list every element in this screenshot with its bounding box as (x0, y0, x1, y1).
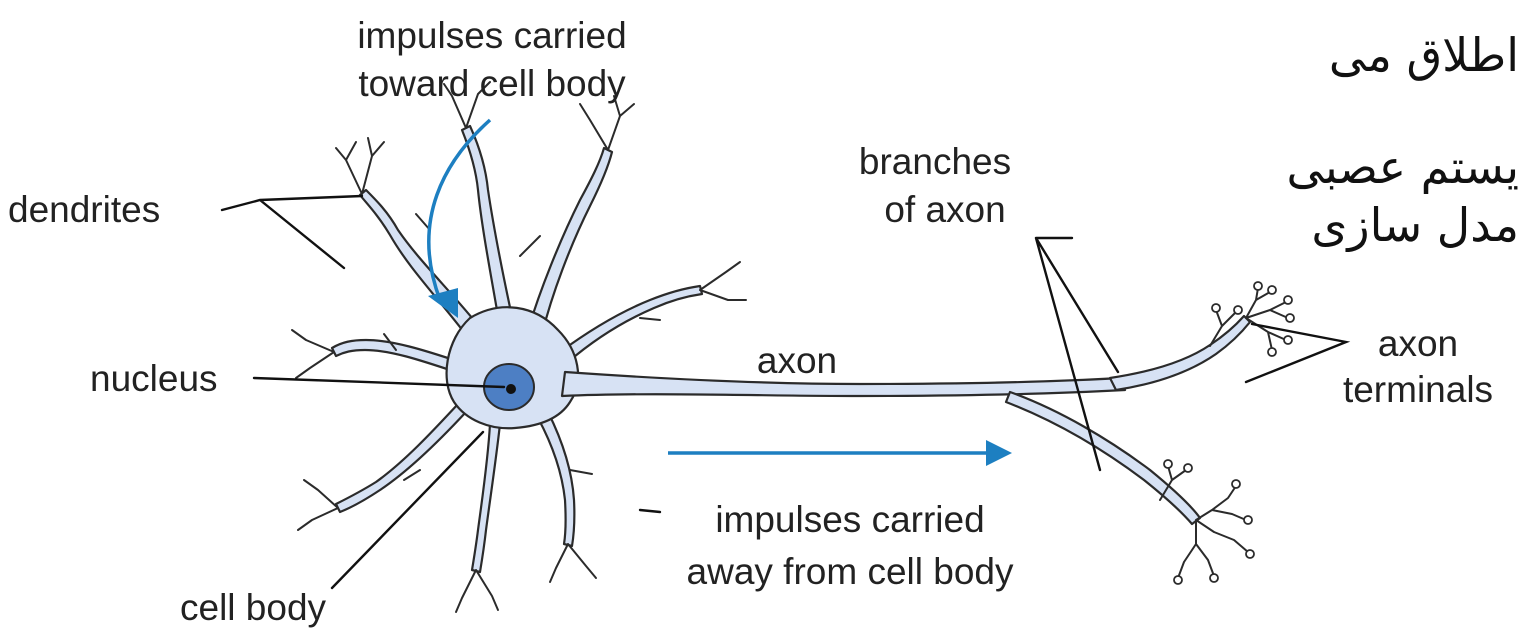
branches-label-line2: of axon (884, 189, 1005, 230)
dendrite-top-right (528, 148, 612, 334)
nucleolus (506, 384, 516, 394)
axon-branch-upper (1110, 316, 1250, 390)
impulses-toward-label-line1: impulses carried (357, 15, 626, 56)
impulse-away-arrowhead (986, 440, 1012, 466)
axon-terminals-label-line1: axon (1378, 323, 1458, 364)
dendrite-left (332, 340, 460, 372)
dendrites-leader (222, 196, 362, 268)
impulses-toward-label-line2: toward cell body (358, 63, 626, 104)
axon-branch-lower (1006, 392, 1200, 524)
nucleus-label: nucleus (90, 358, 218, 399)
dendrite-right (560, 286, 702, 362)
dendrite-lower-left (336, 404, 466, 512)
impulses-away-leader (640, 510, 660, 512)
side-text-line2: یستم عصبی (1286, 140, 1519, 194)
dendrites-label: dendrites (8, 189, 160, 230)
cell-body-label: cell body (180, 587, 327, 628)
impulses-away-label-line1: impulses carried (715, 499, 984, 540)
axon-shape (562, 372, 1125, 396)
side-text-line1: اطلاق می (1329, 28, 1519, 82)
axon-terminals-leader (1246, 324, 1346, 382)
axon-terminals (1160, 288, 1288, 578)
dendrite-lower-right (538, 412, 574, 546)
axon-terminals-label-line2: terminals (1343, 369, 1493, 410)
axon-label: axon (757, 340, 837, 381)
dendrite-upper-left (360, 190, 482, 340)
branches-label-line1: branches (859, 141, 1011, 182)
dendrite-bottom (472, 424, 500, 572)
side-text-line3: مدل سازی (1311, 198, 1519, 252)
dendrite-top (462, 126, 514, 328)
impulses-away-label-line2: away from cell body (687, 551, 1014, 592)
